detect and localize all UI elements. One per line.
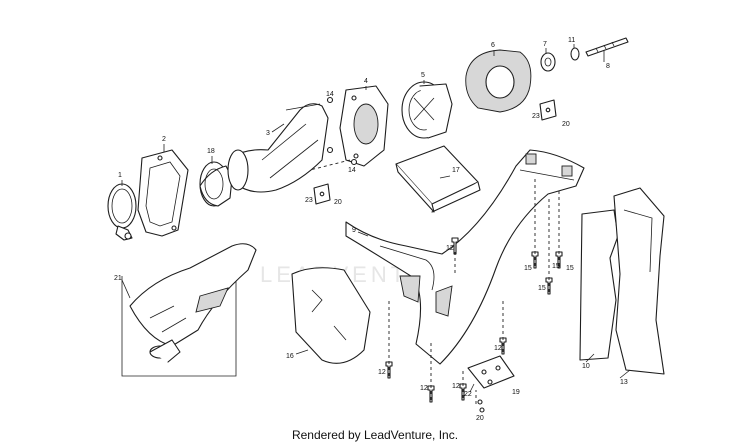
side-cover-left-part [291,267,371,364]
callout-labels: 1 2 18 3 4 5 6 7 11 8 14 14 17 9 23 20 2… [114,37,628,422]
callout-6: 6 [491,42,495,49]
callout-15d: 15 [552,263,560,270]
callout-17: 17 [452,167,460,174]
callout-4: 4 [364,78,368,85]
callout-9: 9 [352,227,356,234]
clip-part-left [313,183,331,205]
callout-13: 13 [620,379,628,386]
footer-credit: Rendered by LeadVenture, Inc. [291,428,459,442]
callout-20b: 20 [562,121,570,128]
callout-15a: 15 [524,265,532,272]
rubber-boot-part [199,161,233,207]
hose-clamp-part [107,183,137,241]
main-shroud-part [345,149,585,365]
flange-plate-part [339,85,389,167]
callout-15b: 15 [566,265,574,272]
callout-19: 19 [512,389,520,396]
tray-plate-part [395,145,481,213]
callout-12c: 12 [378,369,386,376]
callout-7: 7 [543,41,547,48]
callout-23b: 23 [532,113,540,120]
callout-5: 5 [421,72,425,79]
clip-part-right [539,99,557,121]
callout-3: 3 [266,130,270,137]
callout-21: 21 [114,275,122,282]
callout-16: 16 [286,353,294,360]
callout-12b: 12 [494,345,502,352]
callout-2: 2 [162,136,166,143]
callout-20c: 20 [476,415,484,422]
callout-12a: 12 [446,245,454,252]
callout-18: 18 [207,148,215,155]
assembly-guide-lines [309,159,560,404]
callout-8: 8 [606,63,610,70]
long-bolt-part [585,37,629,57]
inset-assembly-part [121,243,257,377]
leader-lines [121,44,631,393]
intake-duct-part [227,103,334,193]
callout-12e: 12 [452,383,460,390]
callout-22: 22 [464,391,472,398]
callout-10: 10 [582,363,590,370]
callout-15c: 15 [538,285,546,292]
filter-housing-part [401,81,453,139]
callout-1: 1 [118,172,122,179]
bracket-plate-part [467,355,515,389]
callout-11: 11 [568,37,575,44]
callout-12d: 12 [420,385,428,392]
callout-23a: 23 [305,197,313,204]
callout-20a: 20 [334,199,342,206]
washer-part [570,47,580,61]
gasket-plate-part [137,149,189,237]
callout-14b: 14 [348,167,356,174]
spacer-part [540,52,556,72]
side-panel-inner-part [579,209,619,361]
callout-14a: 14 [326,91,334,98]
side-panel-outer-part [613,187,665,375]
air-filter-element-part [465,49,532,113]
